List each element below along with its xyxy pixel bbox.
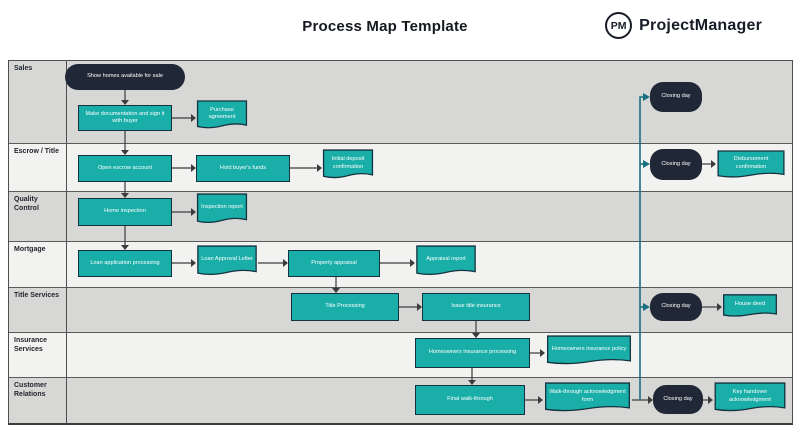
process-label: Open escrow account: [97, 164, 153, 171]
process-property-appraisal: Property appraisal: [288, 250, 380, 277]
document-inspection-report: Inspection report: [196, 193, 248, 229]
document-shape-icon: [543, 382, 632, 417]
process-open-escrow-account: Open escrow account: [78, 155, 172, 182]
document-key-handover-acknowledgment: Key handover acknowledgment: [713, 382, 787, 417]
document-appraisal-report: Appraisal report: [415, 245, 477, 281]
document-label: Appraisal report: [426, 256, 466, 263]
document-label: Homeowners insurance policy: [551, 345, 627, 352]
process-label: Homeowners insurance processing: [428, 349, 517, 356]
document-shape-icon: [722, 294, 778, 321]
pm-logo-icon: PM: [605, 12, 633, 39]
process-issue-title-insurance: Issue title insurance: [422, 293, 530, 321]
start-node-show-homes: Show homes available for sale: [65, 64, 185, 90]
document-label: Key handover acknowledgment: [729, 389, 771, 403]
lane-label-title-services: Title Services: [9, 288, 67, 332]
process-label: Make documentation and sign it with buye…: [85, 110, 165, 124]
document-label: Initial deposit confirmation: [331, 156, 365, 170]
document-initial-deposit-confirmation: Initial deposit confirmation: [322, 149, 374, 184]
document-homeowners-insurance-policy: Homeowners insurance policy: [545, 335, 633, 370]
terminal-escrow-closing-day: Closing day: [650, 149, 702, 180]
terminal-customer-closing-day: Closing day: [653, 385, 703, 414]
process-home-inspection: Home inspection: [78, 198, 172, 226]
start-node-label: Show homes available for sale: [87, 73, 163, 80]
process-label: Loan application processing: [90, 259, 160, 266]
lane-label-escrow-title: Escrow / Title: [9, 144, 67, 191]
lane-label-sales: Sales: [9, 61, 67, 143]
lane-label-quality-control: Quality Control: [9, 192, 67, 241]
process-loan-application: Loan application processing: [78, 250, 172, 277]
page-title: Process Map Template: [302, 18, 468, 35]
document-shape-icon: [716, 150, 786, 183]
document-purchase-agreement: Purchase agreement: [196, 100, 248, 134]
process-label: Property appraisal: [311, 259, 357, 266]
document-label: Loan Approval Letter: [201, 256, 253, 263]
document-shape-icon: [545, 335, 633, 370]
process-final-walk-through: Final walk-through: [415, 385, 525, 415]
document-shape-icon: [196, 245, 258, 281]
document-walk-through-acknowledgment: Walk-through acknowledgment form: [543, 382, 632, 417]
lane-label-insurance-services: Insurance Services: [9, 333, 67, 377]
terminal-label: Closing day: [661, 160, 691, 167]
process-label: Hold buyer's funds: [219, 164, 267, 171]
document-label: Inspection report: [201, 204, 243, 211]
document-shape-icon: [196, 100, 248, 134]
process-homeowners-insurance: Homeowners insurance processing: [415, 338, 530, 368]
process-label: Issue title insurance: [451, 303, 501, 310]
lane-body-quality-control: [67, 192, 792, 241]
document-loan-approval-letter: Loan Approval Letter: [196, 245, 258, 281]
document-shape-icon: [713, 382, 787, 417]
lane-insurance-services: Insurance Services: [9, 332, 792, 377]
document-label: Disbursement confirmation: [733, 156, 769, 170]
terminal-label: Closing day: [661, 303, 691, 310]
process-label: Home inspection: [104, 208, 146, 215]
document-shape-icon: [322, 149, 374, 184]
document-shape-icon: [196, 193, 248, 229]
document-label: Purchase agreement: [208, 106, 236, 120]
terminal-sales-closing-day: Closing day: [650, 82, 702, 112]
terminal-label: Closing day: [661, 93, 691, 100]
terminal-title-closing-day: Closing day: [650, 293, 702, 321]
process-make-documentation: Make documentation and sign it with buye…: [78, 105, 172, 131]
logo-brand-text: ProjectManager: [639, 16, 762, 34]
document-shape-icon: [415, 245, 477, 281]
projectmanager-logo: PM ProjectManager: [605, 12, 762, 39]
document-disbursement-confirmation: Disbursement confirmation: [716, 150, 786, 183]
process-label: Final walk-through: [447, 396, 493, 403]
document-house-deed: House deed: [722, 294, 778, 321]
process-title-processing: Title Processing: [291, 293, 399, 321]
process-label: Title Processing: [325, 303, 365, 310]
document-label: House deed: [734, 300, 766, 307]
lane-label-mortgage: Mortgage: [9, 242, 67, 287]
lane-label-customer-relations: Customer Relations: [9, 378, 67, 423]
document-label: Walk-through acknowledgment form: [549, 389, 626, 403]
process-hold-buyers-funds: Hold buyer's funds: [196, 155, 290, 182]
terminal-label: Closing day: [663, 395, 693, 402]
